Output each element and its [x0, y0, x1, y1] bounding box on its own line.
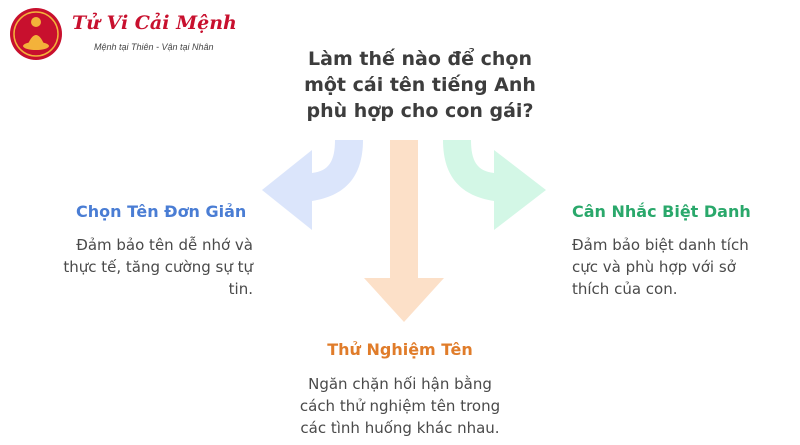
desc-line: Đảm bảo biệt danh tích	[572, 236, 749, 254]
desc-line: cách thử nghiệm tên trong	[299, 397, 501, 415]
option-title-test-name: Thử Nghiệm Tên	[327, 340, 473, 359]
brand-logo[interactable]: Tử Vi Cải Mệnh Mệnh tại Thiên - Vận tại …	[8, 6, 237, 62]
question-line: phù hợp cho con gái?	[306, 100, 534, 122]
desc-line: thích của con.	[572, 280, 678, 298]
desc-line: cực và phù hợp với sở	[572, 258, 736, 276]
option-desc-nickname: Đảm bảo biệt danh tích cực và phù hợp vớ…	[572, 234, 749, 300]
question-line: một cái tên tiếng Anh	[304, 74, 536, 96]
desc-line: các tình huống khác nhau.	[300, 419, 500, 437]
brand-tagline: Mệnh tại Thiên - Vận tại Nhân	[94, 42, 214, 52]
desc-line: tin.	[228, 280, 253, 298]
buddha-seal-icon	[10, 8, 62, 60]
option-desc-test-name: Ngăn chặn hối hận bằng cách thử nghiệm t…	[0, 373, 800, 439]
left-curved-arrow	[262, 140, 363, 230]
option-title-nickname: Cân Nhắc Biệt Danh	[572, 202, 751, 221]
option-desc-simple-name: Đảm bảo tên dễ nhớ và thực tế, tăng cườn…	[63, 234, 253, 300]
desc-line: Ngăn chặn hối hận bằng	[308, 375, 492, 393]
desc-line: Đảm bảo tên dễ nhớ và	[76, 236, 253, 254]
central-question: Làm thế nào để chọn một cái tên tiếng An…	[270, 46, 570, 124]
down-arrow	[364, 140, 444, 322]
right-curved-arrow	[443, 140, 546, 230]
desc-line: thực tế, tăng cường sự tự	[63, 258, 253, 276]
brand-name: Tử Vi Cải Mệnh	[72, 12, 237, 34]
option-title-simple-name: Chọn Tên Đơn Giản	[76, 202, 247, 221]
question-line: Làm thế nào để chọn	[308, 48, 532, 70]
